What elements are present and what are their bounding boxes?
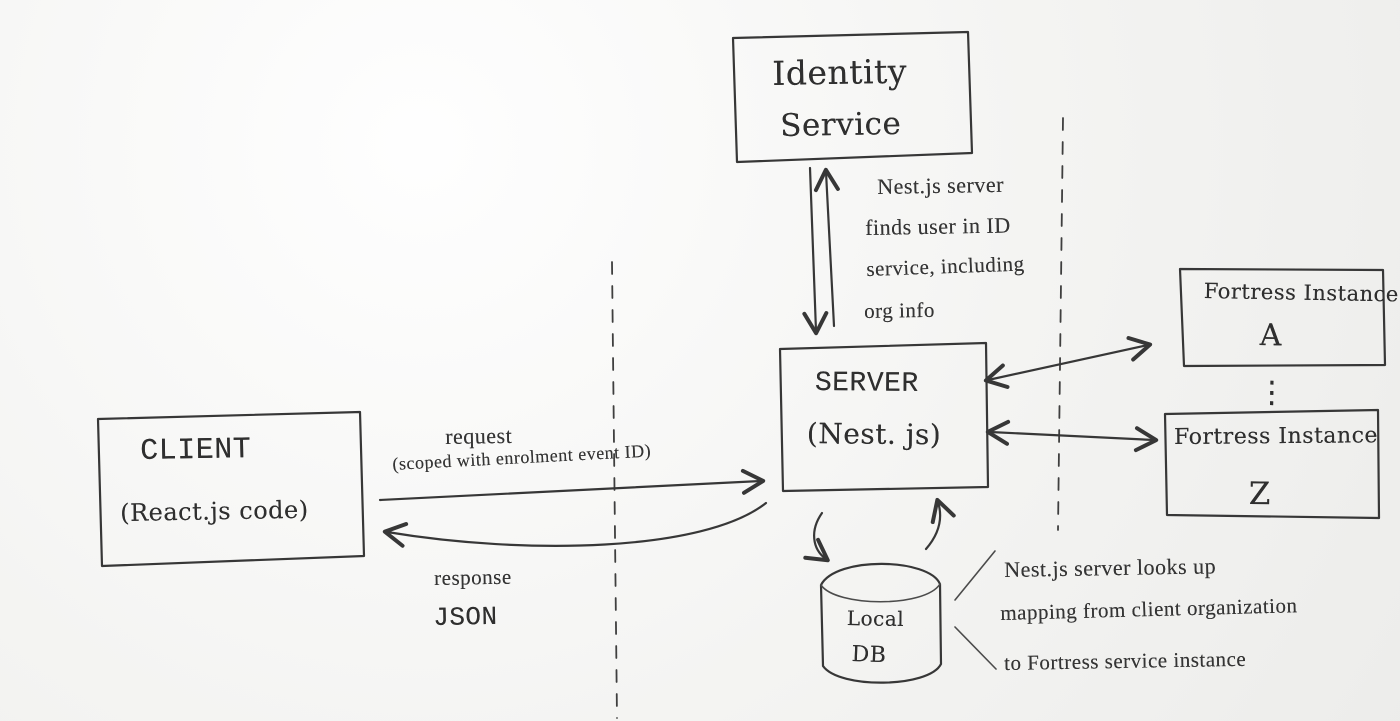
identity-service-label-line1: Identity bbox=[771, 51, 908, 93]
boundary-right bbox=[1057, 117, 1064, 531]
fortress-ellipsis: ⋮ bbox=[1256, 375, 1288, 411]
database-top-ellipse bbox=[820, 583, 941, 603]
database-shape bbox=[819, 562, 943, 684]
server-fortress-a-arrow bbox=[983, 336, 1153, 389]
identity-note-line3: service, including bbox=[865, 251, 1025, 281]
request-arrow bbox=[378, 468, 766, 502]
server-label-line1: SERVER bbox=[814, 368, 919, 400]
identity-service-label-line2: Service bbox=[779, 105, 902, 144]
identity-to-server-arrow bbox=[802, 166, 829, 336]
server-to-db-arrow bbox=[803, 511, 830, 563]
response-arrow bbox=[382, 501, 768, 548]
fortress-a-label-line1: Fortress Instance bbox=[1203, 279, 1400, 307]
response-label-line2: JSON bbox=[432, 601, 498, 633]
identity-note-line4: org info bbox=[863, 297, 936, 323]
identity-note-line2: finds user in ID bbox=[864, 212, 1011, 240]
database-label-line1: Local bbox=[846, 606, 905, 631]
db-note-line1: Nest.js server looks up bbox=[1003, 553, 1217, 582]
db-note-line-top bbox=[954, 550, 996, 601]
db-note-line3: to Fortress service instance bbox=[1003, 646, 1247, 675]
response-label-line1: response bbox=[433, 564, 512, 590]
fortress-z-box bbox=[1163, 408, 1381, 520]
fortress-z-label-line2: Z bbox=[1248, 476, 1272, 513]
boundary-left bbox=[611, 261, 618, 719]
db-note-line-bottom bbox=[954, 626, 997, 670]
fortress-z-label-line1: Fortress Instance bbox=[1173, 423, 1379, 450]
server-label-line2: (Nest. js) bbox=[806, 417, 942, 452]
request-label-line1: request bbox=[444, 422, 513, 449]
fortress-a-label-line2: A bbox=[1259, 318, 1283, 354]
client-label-line1: CLIENT bbox=[139, 433, 252, 469]
identity-note-line1: Nest.js server bbox=[876, 171, 1005, 199]
client-label-line2: (React.js code) bbox=[119, 495, 309, 527]
client-box bbox=[96, 410, 366, 568]
database-label-line2: DB bbox=[851, 642, 887, 669]
identity-service-box bbox=[731, 30, 974, 164]
server-fortress-z-arrow bbox=[985, 419, 1159, 453]
db-to-server-arrow bbox=[924, 497, 956, 551]
fortress-a-box bbox=[1178, 267, 1387, 368]
server-to-identity-arrow bbox=[813, 167, 840, 328]
server-box bbox=[778, 341, 990, 493]
